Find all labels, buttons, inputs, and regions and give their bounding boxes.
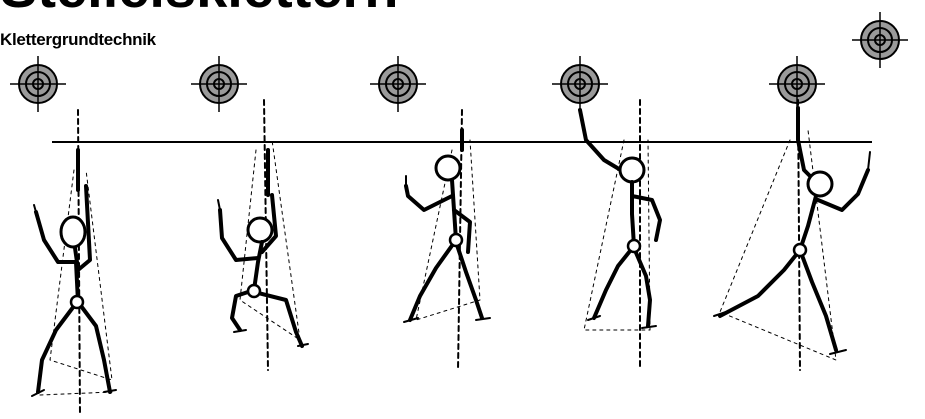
climber-figure: [714, 100, 870, 370]
climber-figure: [404, 110, 490, 370]
climber-figure: [32, 110, 116, 415]
crosshair-target-icon: [552, 56, 608, 112]
crosshair-target-icon: [10, 56, 66, 112]
crosshair-target-icon: [191, 56, 247, 112]
climber-figure: [580, 100, 660, 370]
crosshair-target-icon: [852, 12, 908, 68]
crosshair-target-icon: [769, 56, 825, 112]
crosshair-target-icon: [370, 56, 426, 112]
climber-figure: [218, 100, 308, 370]
